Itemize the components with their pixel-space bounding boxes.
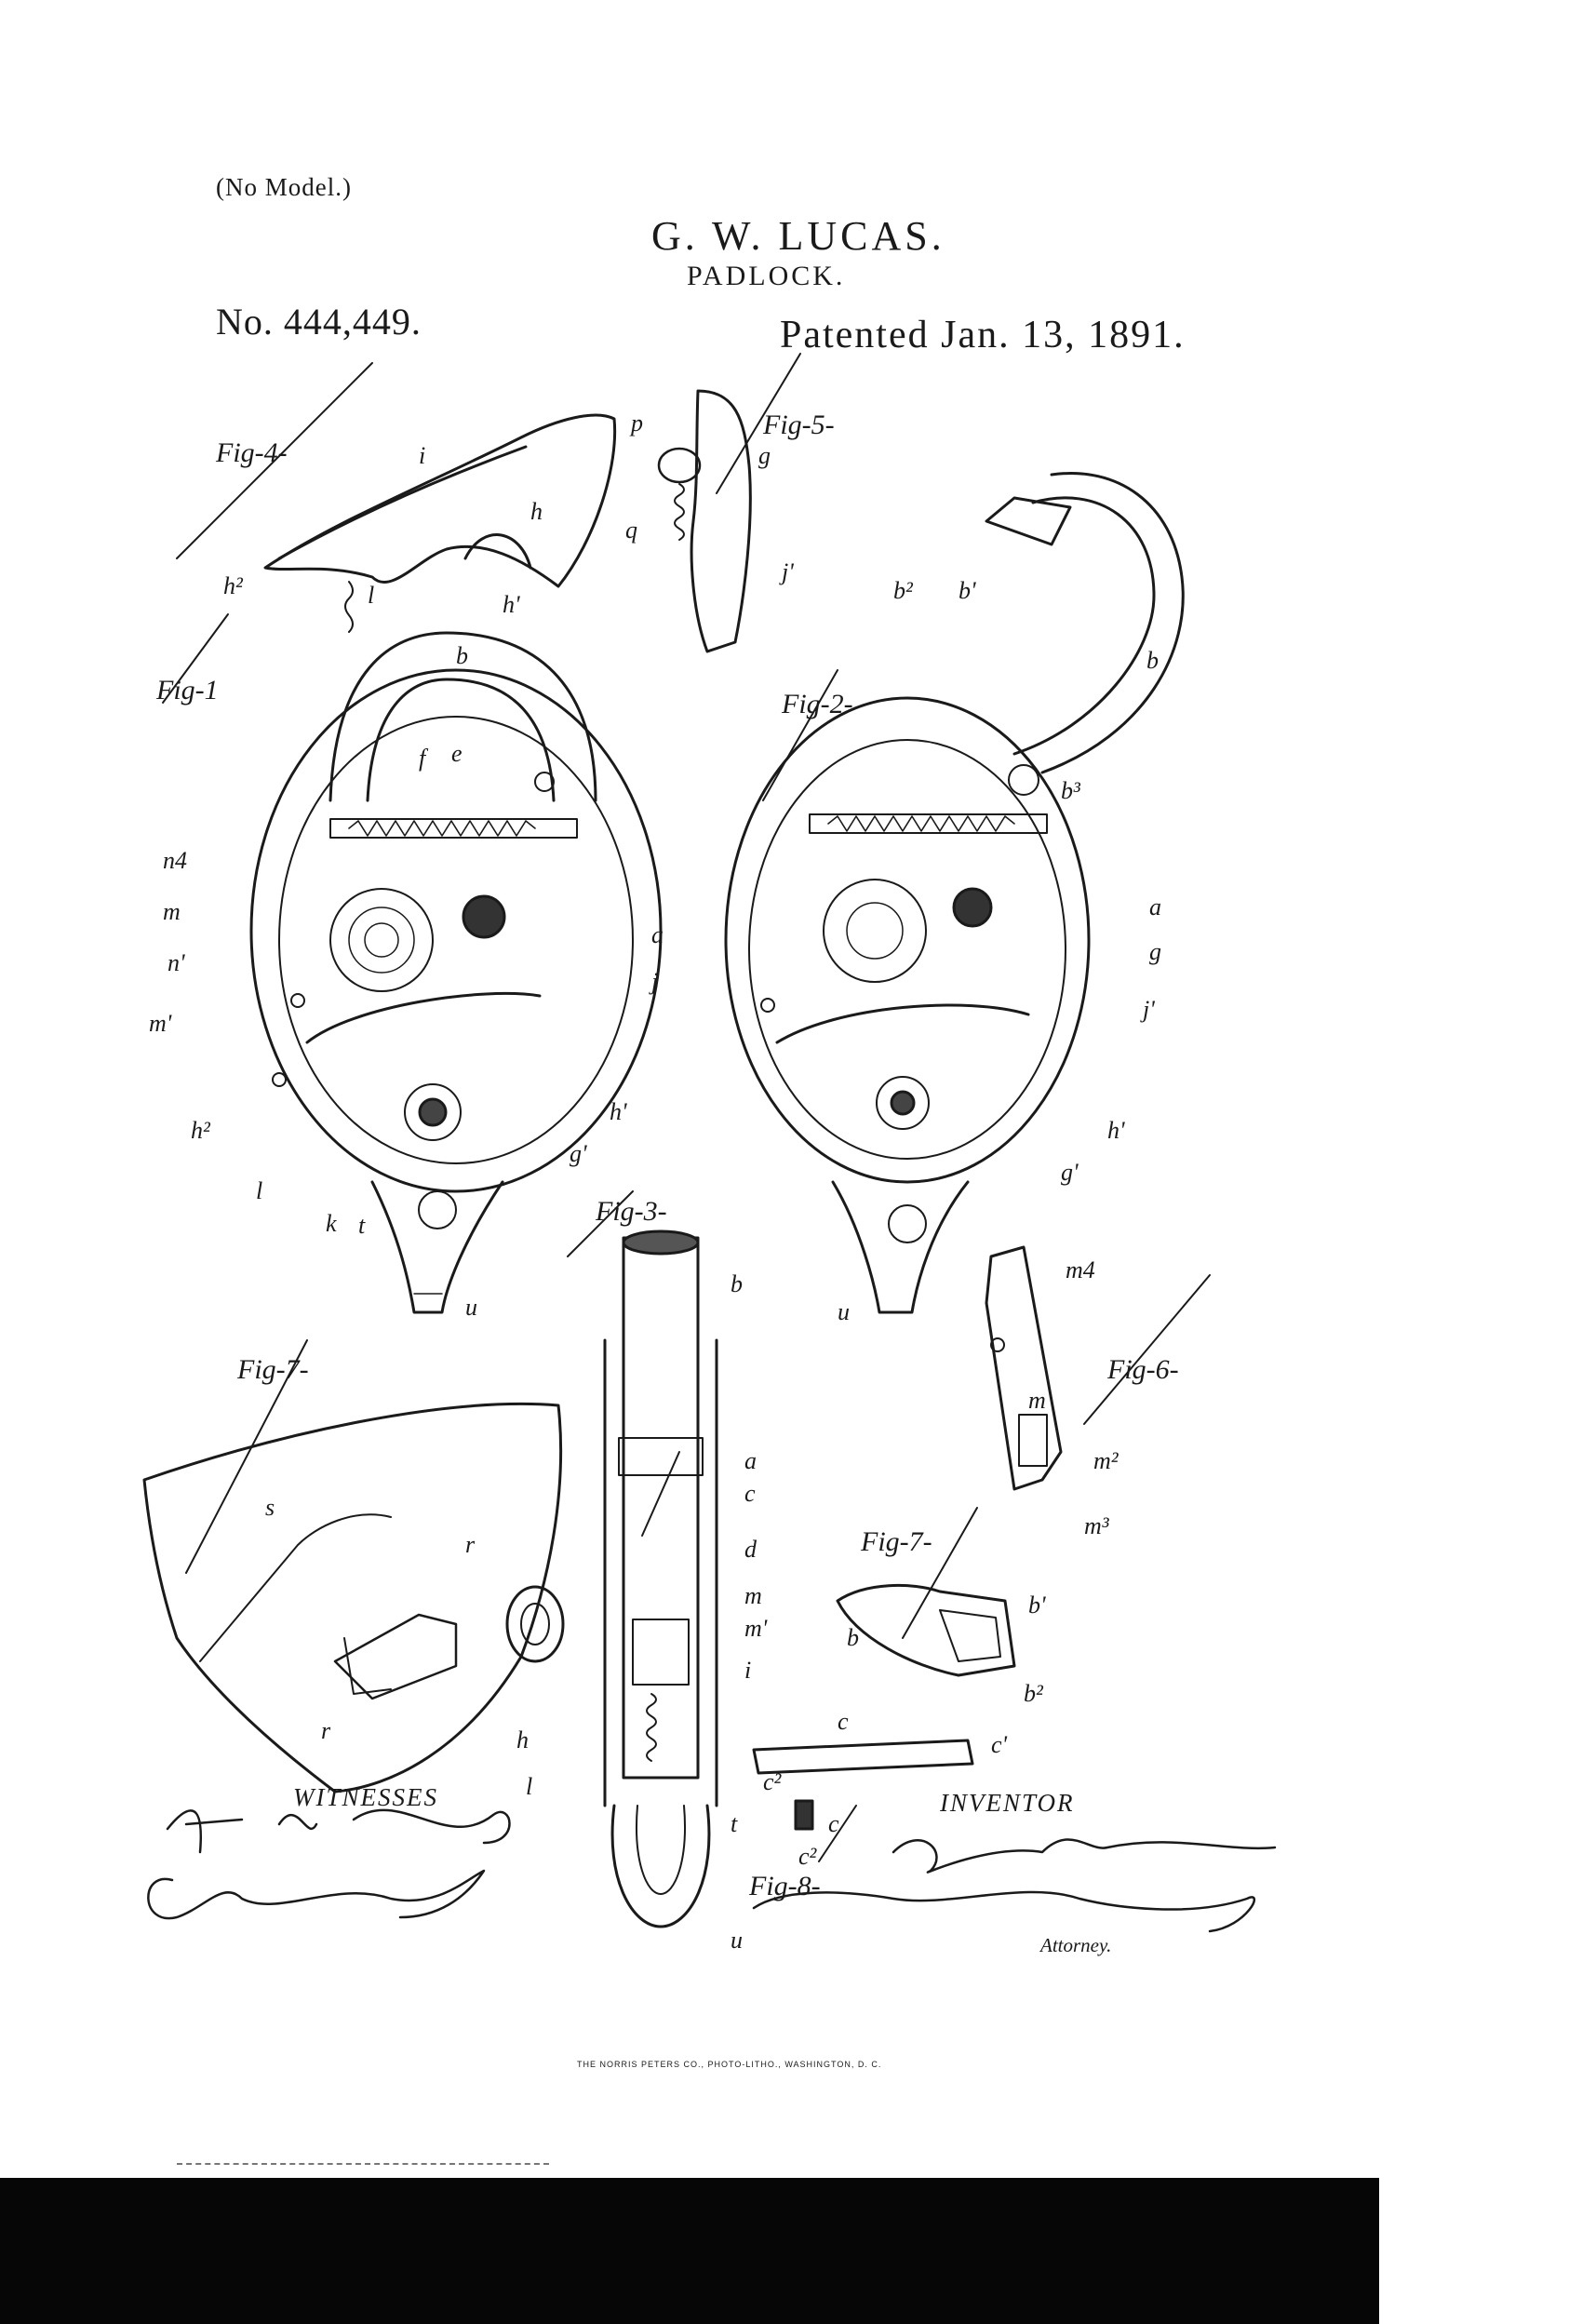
- ref-j-fig1: j: [651, 968, 659, 995]
- ref-h1-fig4: h': [503, 591, 520, 618]
- ref-h1-fig1: h': [610, 1098, 627, 1125]
- ref-m4-fig6: m4: [1066, 1256, 1095, 1283]
- fig1-label: Fig-1: [156, 675, 219, 705]
- ref-m2-fig6: m²: [1093, 1447, 1119, 1474]
- ref-b2-fig2: b²: [893, 577, 913, 604]
- invention-title: PADLOCK.: [687, 261, 846, 291]
- ref-b1-fig7b: b': [1028, 1592, 1046, 1619]
- ref-d-fig3: d: [744, 1536, 757, 1563]
- fig7-left-label: Fig-7-: [237, 1354, 309, 1385]
- ref-a-fig3: a: [744, 1447, 757, 1474]
- ref-b3-fig2: b³: [1061, 777, 1080, 804]
- ref-b2-fig7b: b²: [1024, 1680, 1043, 1707]
- ref-j1-fig2: j': [1143, 996, 1155, 1023]
- ref-s-fig7a: s: [265, 1494, 275, 1521]
- inventor-heading: G. W. LUCAS.: [651, 213, 945, 259]
- inventor-signature-drawing: [752, 1838, 1277, 1933]
- fig7-right-label: Fig-7-: [861, 1526, 932, 1557]
- fig3-drawing: [567, 1190, 718, 1928]
- ref-k-fig1: k: [326, 1210, 337, 1237]
- scan-border: [0, 2178, 1379, 2324]
- ref-g1-fig2: g': [1061, 1159, 1079, 1186]
- fig1-drawing: [162, 613, 663, 1314]
- ref-t-fig1: t: [358, 1212, 366, 1239]
- fig5-drawing: [657, 353, 801, 653]
- ref-u-fig1: u: [465, 1294, 477, 1321]
- fig8-drawing: [752, 1739, 974, 1862]
- ref-l-fig3: l: [526, 1773, 533, 1800]
- fig2-label: Fig-2-: [782, 689, 853, 719]
- ref-r-fig7a-a: r: [465, 1531, 476, 1558]
- ref-l-fig4: l: [368, 582, 375, 609]
- ref-h2-fig4: h²: [223, 572, 243, 599]
- patent-number: No. 444,449.: [216, 301, 422, 343]
- ref-i-fig4: i: [419, 442, 426, 469]
- ref-j1-fig5: j': [782, 558, 794, 585]
- ref-e-fig1: e: [451, 740, 463, 767]
- ref-c1-fig8: c': [991, 1731, 1008, 1758]
- ref-h1-fig2: h': [1107, 1117, 1125, 1144]
- ref-g-fig5: g: [758, 442, 771, 469]
- scan-artifact-line: [177, 2163, 549, 2167]
- attorney-label: Attorney.: [1040, 1934, 1112, 1956]
- ref-b-fig1: b: [456, 642, 468, 669]
- ref-c-fig3: c: [744, 1480, 756, 1507]
- fig6-drawing: [985, 1245, 1211, 1491]
- ref-m-fig3: m: [744, 1582, 762, 1609]
- ref-a-fig2: a: [1149, 893, 1161, 920]
- fig4-drawing: [176, 362, 617, 633]
- patent-date: Patented Jan. 13, 1891.: [780, 314, 1186, 356]
- ref-n4-fig1: n4: [163, 847, 187, 874]
- ref-a-fig1: a: [651, 921, 664, 948]
- ref-m1-fig3: m': [744, 1615, 768, 1642]
- ref-u-fig3: u: [731, 1927, 743, 1954]
- fig7b-drawing: [836, 1507, 1016, 1677]
- ref-m-fig1: m: [163, 898, 181, 925]
- ref-m3-fig6: m³: [1084, 1512, 1109, 1539]
- fig6-label: Fig-6-: [1107, 1354, 1179, 1385]
- ref-b1-fig2: b': [959, 577, 976, 604]
- fig2-drawing: [724, 472, 1185, 1314]
- ref-h-fig4: h: [530, 498, 543, 525]
- ref-l-fig1: l: [256, 1177, 263, 1204]
- ref-m-fig6: m: [1028, 1387, 1046, 1414]
- ref-q-fig5: q: [625, 517, 637, 544]
- ref-g-fig2: g: [1149, 938, 1161, 965]
- fig3-label: Fig-3-: [596, 1196, 667, 1227]
- witnesses-label: WITNESSES: [293, 1783, 438, 1811]
- fig4-label: Fig-4-: [216, 437, 288, 468]
- ref-p-fig5: p: [631, 410, 643, 437]
- ref-c2-fig8-b: c²: [798, 1843, 817, 1870]
- no-model-note: (No Model.): [216, 173, 352, 201]
- ref-n1-fig1: n': [168, 949, 185, 976]
- ref-u-fig2: u: [838, 1298, 850, 1325]
- ref-b-fig7b: b: [847, 1624, 859, 1651]
- ref-r-fig7a-b: r: [321, 1717, 331, 1744]
- fig8-label: Fig-8-: [749, 1871, 821, 1901]
- ref-h2-fig1: h²: [191, 1117, 210, 1144]
- ref-i-fig3: i: [744, 1657, 752, 1684]
- witness-signature-1-drawing: [166, 1808, 511, 1854]
- ref-m1-fig1: m': [149, 1010, 172, 1037]
- ref-b-fig3: b: [731, 1270, 743, 1297]
- ref-h-fig3: h: [516, 1726, 529, 1753]
- inventor-label: INVENTOR: [940, 1789, 1075, 1817]
- ref-b-fig2: b: [1146, 647, 1159, 674]
- ref-c-fig8-b: c: [828, 1810, 839, 1837]
- printer-credit: THE NORRIS PETERS CO., PHOTO-LITHO., WAS…: [577, 2060, 882, 2069]
- ref-t-fig3: t: [731, 1810, 738, 1837]
- witness-signature-2-drawing: [147, 1869, 486, 1920]
- fig5-label: Fig-5-: [763, 410, 835, 440]
- ref-g1-fig1: g': [570, 1140, 587, 1167]
- fig7a-drawing: [142, 1339, 565, 1793]
- ref-c-fig8: c: [838, 1708, 849, 1735]
- ref-f-fig1: f: [419, 745, 426, 772]
- ref-c2-fig8-a: c²: [763, 1768, 782, 1795]
